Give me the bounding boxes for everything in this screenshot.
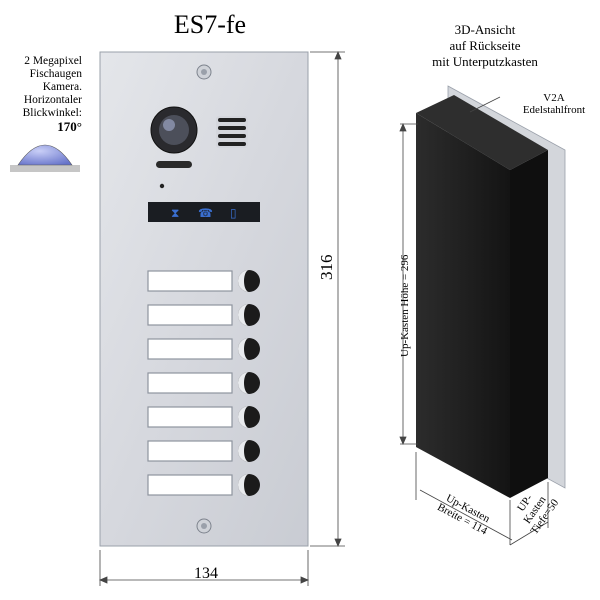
caption-line: Fischaugen	[29, 68, 82, 80]
box-top-face	[416, 95, 548, 170]
name-plate	[147, 304, 233, 326]
box-side-face	[510, 150, 548, 498]
call-button-row	[147, 372, 260, 394]
caption-line: 3D-Ansicht	[454, 22, 516, 37]
panel-dimension-lines	[98, 50, 345, 586]
speaker-grille-icon	[216, 116, 248, 148]
hourglass-icon: ⧗	[171, 206, 179, 220]
viewing-angle: 170°	[57, 119, 82, 134]
front-panel: ⧗ ☎ ▯	[99, 51, 309, 547]
material-label: V2A Edelstahlfront	[508, 92, 600, 116]
material-line: Edelstahlfront	[522, 104, 586, 116]
caption-line: mit Unterputzkasten	[432, 54, 538, 69]
box-height-dimension: Up-Kasten Höhe = 296	[399, 254, 411, 357]
talk-icon: ☎	[198, 206, 213, 220]
product-title: ES7-fe	[173, 10, 247, 39]
name-plate	[147, 338, 233, 360]
bell-button-highlight	[238, 372, 249, 394]
name-plate	[147, 270, 233, 292]
bell-button-highlight	[238, 406, 249, 428]
bell-button-highlight	[238, 474, 249, 496]
call-button-row	[147, 338, 260, 360]
bell-button-highlight	[238, 270, 249, 292]
call-button-row	[147, 474, 260, 496]
caption-line: Horizontaler	[23, 94, 82, 106]
name-plate	[147, 474, 233, 496]
call-button-row	[147, 270, 260, 292]
name-plate	[147, 372, 233, 394]
bell-button-highlight	[238, 440, 249, 462]
status-display: ⧗ ☎ ▯	[148, 202, 260, 222]
camera-icon	[150, 106, 198, 154]
caption-line: auf Rückseite	[449, 38, 521, 53]
material-line: V2A	[543, 92, 565, 104]
caption-line: Kamera.	[42, 81, 82, 93]
3d-view-caption: 3D-Ansicht auf Rückseite mit Unterputzka…	[395, 22, 575, 70]
status-led-icon	[159, 183, 165, 189]
camera-caption: 2 Megapixel Fischaugen Kamera. Horizonta…	[8, 55, 82, 133]
box-front-face	[416, 113, 510, 498]
bell-button-highlight	[238, 338, 249, 360]
call-button-row	[147, 406, 260, 428]
caption-line: 2 Megapixel	[24, 55, 82, 67]
fisheye-dome-icon	[10, 144, 80, 172]
panel-height-dimension: 316	[317, 254, 336, 281]
bell-button-highlight	[238, 304, 249, 326]
box-dimension-lines	[399, 96, 549, 546]
call-button-row	[147, 304, 260, 326]
call-button-row	[147, 440, 260, 462]
caption-line: Blickwinkel:	[22, 107, 82, 119]
name-plate	[147, 406, 233, 428]
door-icon: ▯	[230, 206, 237, 220]
call-button-rows	[147, 270, 260, 496]
microphone-slot-icon	[156, 161, 192, 168]
flush-mount-box-3d	[416, 85, 566, 498]
name-plate	[147, 440, 233, 462]
panel-width-dimension: 134	[194, 565, 218, 582]
